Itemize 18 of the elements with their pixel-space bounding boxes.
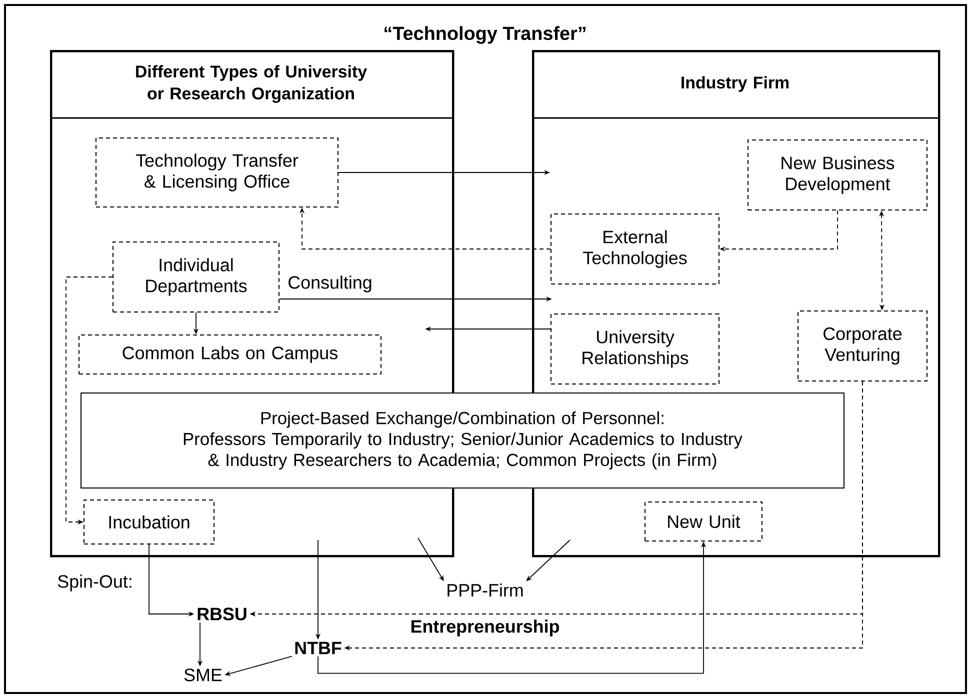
dashed-box: New Business Development bbox=[748, 140, 928, 210]
exchange-box: Project-Based Exchange/Combination of Personnel: Professors Temporarily to Industry; Senior/Junior Academics to Industry & Industry Researchers to Academia; Common Projects (in Firm) bbox=[80, 392, 844, 488]
text-label: PPP-Firm bbox=[448, 584, 523, 596]
dashed-box: Common Labs on Campus bbox=[78, 334, 382, 374]
dashed-box: Technology Transfer & Licensing Office bbox=[96, 138, 338, 208]
dashed-box: Individual Departments bbox=[112, 242, 280, 312]
dashed-box: Incubation bbox=[84, 500, 214, 544]
text-label: Entrepreneurship bbox=[411, 620, 559, 636]
text-label: NTBF bbox=[295, 642, 342, 654]
dashed-box: Corporate Venturing bbox=[798, 310, 928, 382]
text-label: SME bbox=[184, 668, 222, 682]
dashed-box: New Unit bbox=[644, 502, 762, 542]
text-label: RBSU bbox=[198, 608, 246, 620]
dashed-box: University Relationships bbox=[550, 314, 720, 384]
title: “Technology Transfer” bbox=[384, 26, 586, 44]
dashed-box: External Technologies bbox=[550, 214, 720, 284]
text-label: Spin-Out: bbox=[58, 574, 132, 592]
edge-label: Consulting bbox=[286, 274, 374, 294]
